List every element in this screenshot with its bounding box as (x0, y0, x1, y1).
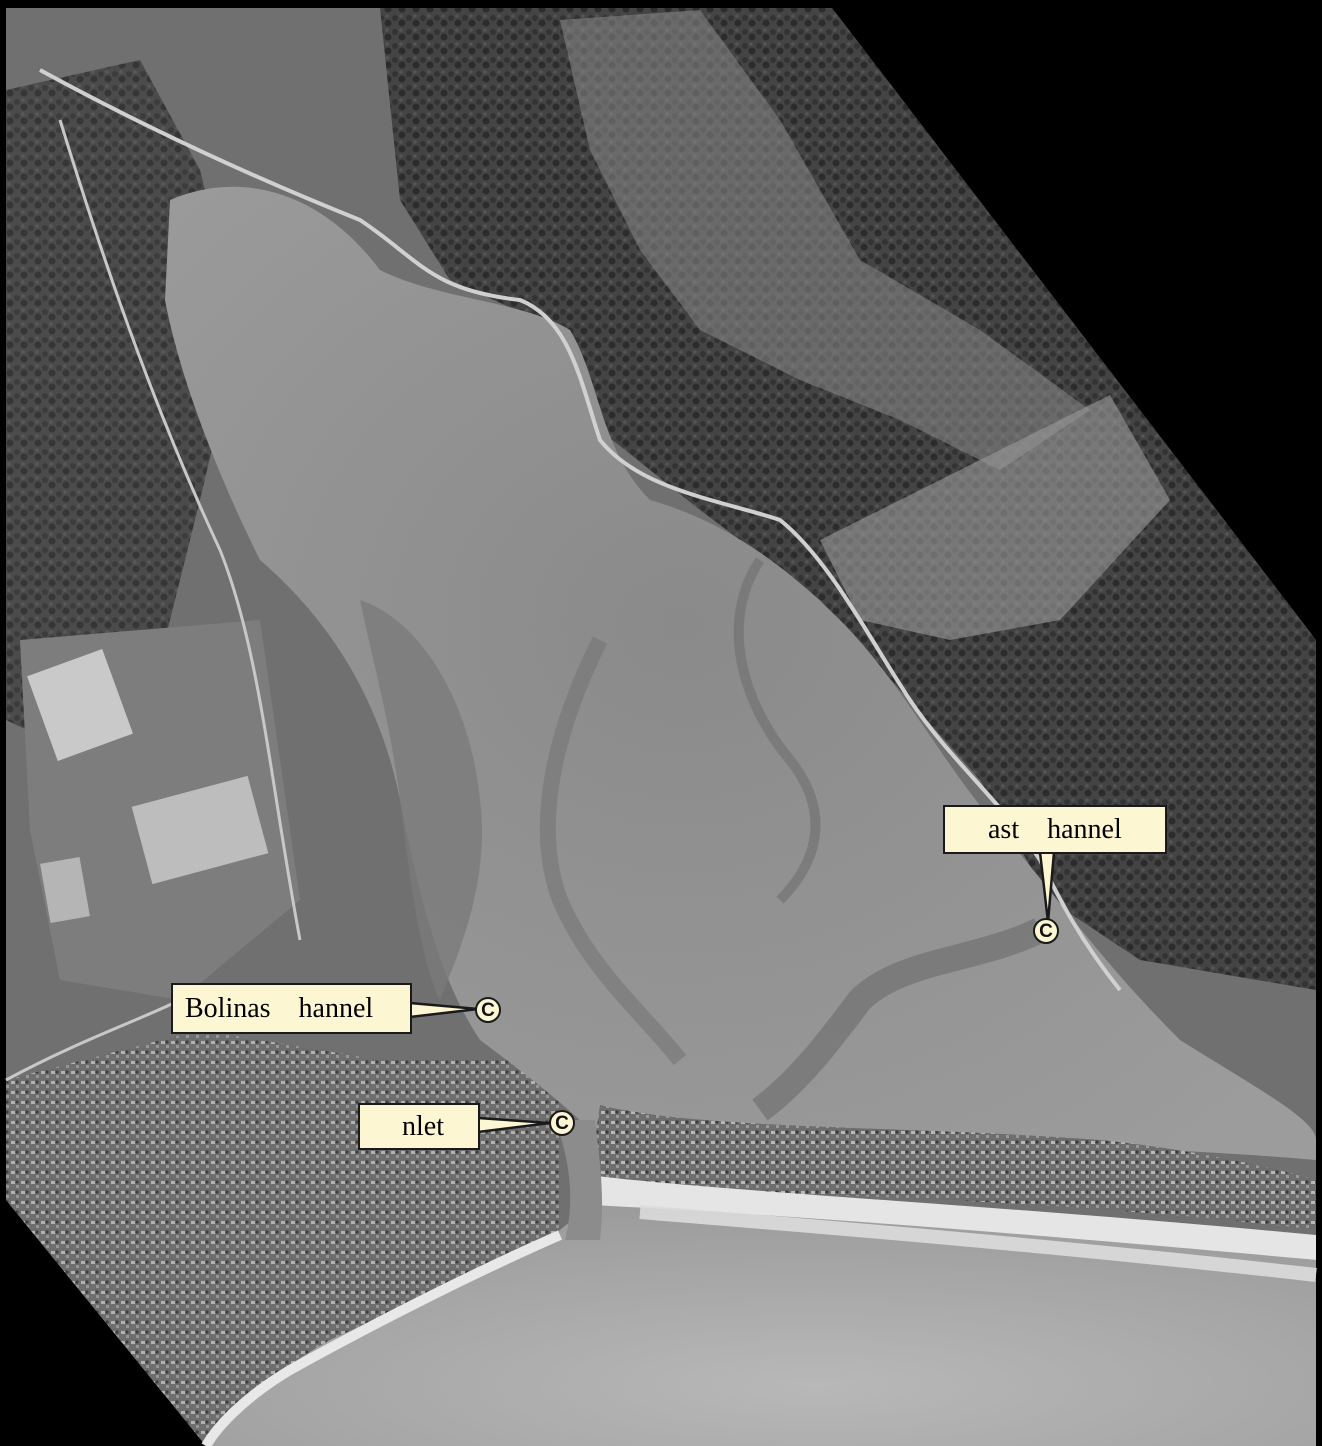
beach (590, 1175, 1316, 1260)
bolinas-channel-marker: C (475, 997, 501, 1023)
inlet-text: nlet (402, 1110, 444, 1142)
field-1 (27, 649, 133, 761)
surf-line-spit (639, 1205, 1317, 1282)
bolinas-channel-text: Bolinas hannel (185, 992, 374, 1024)
inlet-marker: C (549, 1110, 575, 1136)
surf-line (201, 1230, 563, 1446)
ocean (206, 1205, 1316, 1446)
road-mesa (5, 998, 181, 1082)
east-channel-flow (752, 918, 1046, 1121)
tidal-creek (733, 557, 821, 904)
field-2 (131, 775, 269, 885)
main-channel-flow (539, 636, 687, 1065)
bolinas-channel-label: Bolinas hannel (171, 983, 412, 1034)
eroded-slopes (820, 395, 1170, 640)
grassland-ridge (560, 10, 1090, 470)
east-channel-label: ast hannel (943, 805, 1167, 854)
marsh-flats (360, 600, 482, 1000)
seadrift-spit (590, 1105, 1316, 1230)
field-3 (40, 856, 90, 924)
inlet-mouth (555, 1120, 603, 1240)
east-channel-marker: C (1033, 918, 1059, 944)
inlet-label: nlet (358, 1103, 480, 1150)
forest-east (380, 8, 1316, 990)
road-olema-bolinas (58, 119, 302, 941)
east-channel-text: ast hannel (988, 813, 1122, 845)
